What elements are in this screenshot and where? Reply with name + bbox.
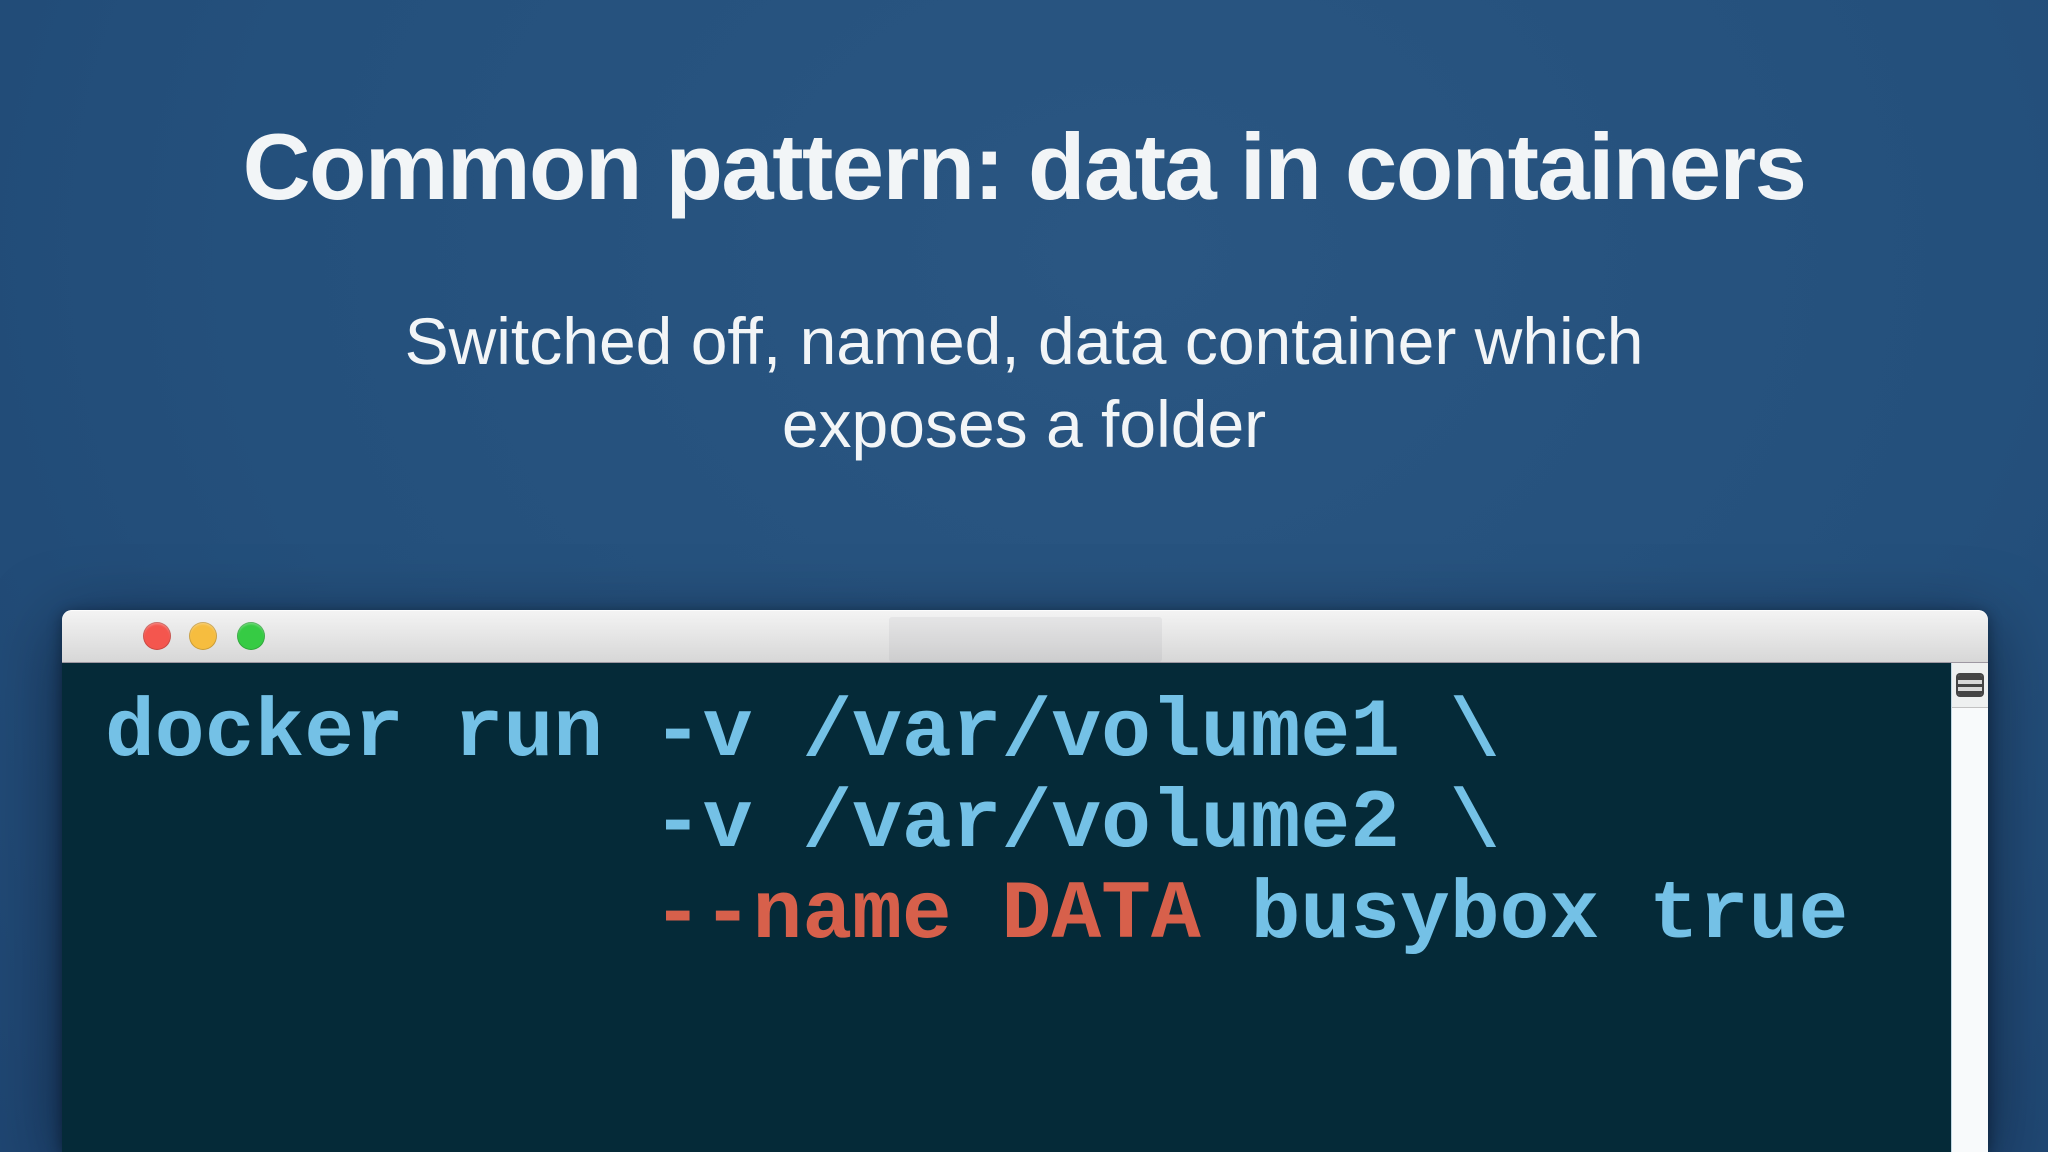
terminal-scrollbar[interactable] (1951, 663, 1988, 1152)
slide-subtitle: Switched off, named, data container whic… (0, 300, 2048, 466)
close-button[interactable] (143, 622, 171, 650)
terminal-content-area[interactable]: docker run -v /var/volume1 \ -v /var/vol… (62, 663, 1988, 1152)
subtitle-line-1: Switched off, named, data container whic… (404, 304, 1644, 378)
code-segment: -v /var/volume2 \ (105, 777, 1500, 871)
code-segment: --name DATA (105, 868, 1201, 962)
slide-title: Common pattern: data in containers (242, 114, 1807, 219)
subtitle-line-2: exposes a folder (781, 387, 1267, 461)
list-icon (1958, 675, 1982, 695)
zoom-button[interactable] (237, 622, 265, 650)
minimize-button[interactable] (189, 622, 217, 650)
code-line: -v /var/volume2 \ (105, 779, 1848, 870)
code-segment: busybox true (1200, 868, 1849, 962)
terminal-window: docker run -v /var/volume1 \ -v /var/vol… (62, 610, 1988, 1152)
code-segment: docker run -v /var/volume1 \ (105, 686, 1500, 780)
terminal-code: docker run -v /var/volume1 \ -v /var/vol… (105, 688, 1848, 961)
code-line: --name DATA busybox true (105, 870, 1848, 961)
titlebar-shade (889, 617, 1162, 662)
terminal-titlebar[interactable] (62, 610, 1988, 663)
code-line: docker run -v /var/volume1 \ (105, 688, 1848, 779)
scrollbar-widget-button[interactable] (1952, 663, 1988, 708)
